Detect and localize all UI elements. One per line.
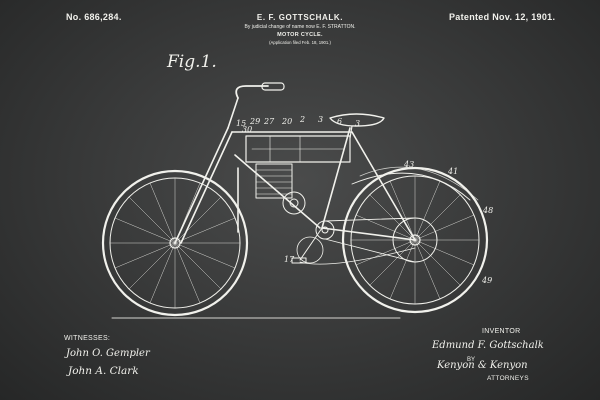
front-wheel [101, 169, 249, 317]
judicial-note: By judicial change of name now E. F. STR… [244, 24, 356, 30]
ref-numeral: 15 [236, 119, 246, 128]
attorneys-label: ATTORNEYS [487, 375, 529, 382]
inventor-name: E. F. GOTTSCHALK. [256, 13, 344, 22]
patent-title: MOTOR CYCLE. [277, 32, 323, 38]
drive-belt [324, 217, 416, 263]
witnesses-heading: WITNESSES: [64, 335, 111, 342]
ref-numeral: 41 [447, 167, 458, 176]
witness-signature-2: John A. Clark [68, 365, 139, 377]
bicycle-frame [174, 97, 416, 244]
ref-numeral: 3 [355, 119, 360, 128]
patent-number: No. 686,284. [66, 12, 122, 22]
ref-numeral: 30 [242, 125, 252, 134]
by-label: BY [467, 357, 476, 363]
inventor-heading: INVENTOR [482, 328, 521, 335]
patent-date: Patented Nov. 12, 1901. [449, 12, 556, 22]
ref-numeral: 6 [337, 117, 342, 126]
handlebar [235, 82, 285, 99]
application-date: (Application filed Feb. 18, 1901.) [269, 40, 331, 45]
ref-numeral: 29 [249, 117, 260, 126]
ref-numeral: 27 [263, 117, 275, 126]
ref-numeral: 20 [281, 117, 292, 126]
engine [255, 163, 416, 265]
ref-numeral: 49 [481, 276, 492, 285]
figure-label: Fig.1. [167, 52, 217, 72]
rear-fender [351, 172, 471, 201]
ref-numeral: 43 [403, 160, 414, 169]
ref-numeral: 3 [318, 115, 323, 124]
witness-signature-1: John O. Gempler [66, 348, 150, 359]
ref-numeral: 17 [284, 255, 295, 264]
pedal-crank [291, 227, 323, 264]
patent-heading: E. F. GOTTSCHALK. By judicial change of … [200, 13, 400, 45]
fuel-tank [245, 135, 351, 163]
attorneys-signature: Kenyon & Kenyon [437, 360, 528, 371]
ref-numeral: 2 [299, 115, 305, 124]
inventor-signature: Edmund F. Gottschalk [432, 340, 544, 351]
ref-numeral: 48 [482, 206, 493, 215]
